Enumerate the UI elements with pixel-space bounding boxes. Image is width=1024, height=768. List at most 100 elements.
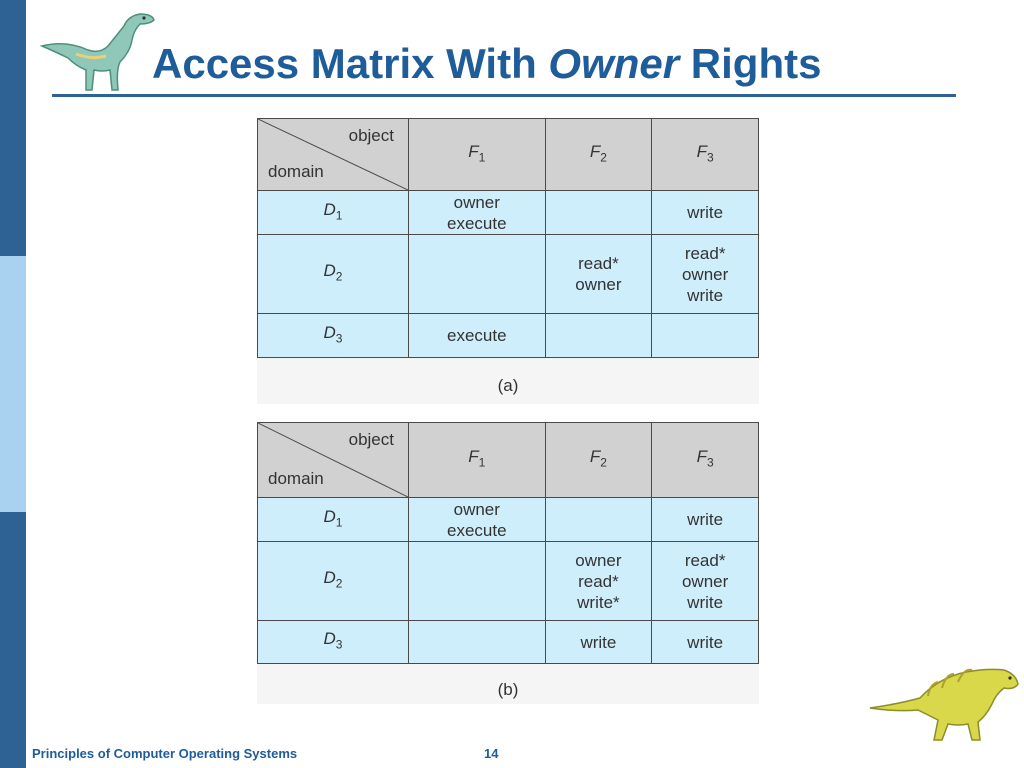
slide-title: Access Matrix With Owner Rights xyxy=(152,40,821,88)
col-sub: 2 xyxy=(600,455,607,470)
row-sub: 1 xyxy=(335,515,343,530)
cell-d3-f2: write xyxy=(544,620,653,664)
matrix-row-d3: D3 execute xyxy=(257,313,759,358)
access-right: write xyxy=(687,285,724,305)
access-right: owner xyxy=(575,550,622,570)
row-sub: 2 xyxy=(335,576,343,591)
access-right: execute xyxy=(447,520,507,540)
footer-course-title: Principles of Computer Operating Systems xyxy=(32,746,298,761)
col-letter: F xyxy=(696,141,707,161)
column-header-f3: F3 xyxy=(651,118,759,191)
diagonal-line xyxy=(258,119,408,190)
access-right: write xyxy=(687,592,724,612)
access-right: owner xyxy=(681,264,729,284)
access-right: execute xyxy=(447,326,507,345)
domain-label: domain xyxy=(268,162,324,181)
cell-d1-f2 xyxy=(544,190,653,235)
cell-d3-f2 xyxy=(544,313,653,358)
access-right: execute xyxy=(447,213,507,233)
col-letter: F xyxy=(589,447,601,467)
cell-d3-f3 xyxy=(651,313,759,358)
access-right: read* xyxy=(684,243,726,263)
access-right: write xyxy=(580,632,617,652)
matrix-header-row: object domain F1 F2 F3 xyxy=(257,118,759,191)
row-header-d3: D3 xyxy=(257,313,409,358)
page-number: 14 xyxy=(484,746,499,761)
access-right: write xyxy=(687,632,724,652)
row-letter: D xyxy=(323,322,336,342)
access-right: owner xyxy=(453,499,500,519)
row-header-d3: D3 xyxy=(257,620,409,664)
title-text-end: Rights xyxy=(679,40,822,87)
row-letter: D xyxy=(323,568,336,588)
row-sub: 1 xyxy=(335,208,343,223)
access-right: write* xyxy=(577,592,620,612)
cell-d1-f2 xyxy=(544,497,653,542)
matrix-corner-cell: object domain xyxy=(257,118,409,191)
row-letter: D xyxy=(323,629,336,649)
col-sub: 3 xyxy=(706,455,714,470)
title-owner-word: Owner xyxy=(548,40,680,87)
cell-d3-f3: write xyxy=(651,620,759,664)
row-letter: D xyxy=(323,199,336,219)
access-right: read* xyxy=(578,254,619,273)
row-sub: 2 xyxy=(335,269,343,284)
sidebar-band-middle xyxy=(0,256,26,512)
title-underline xyxy=(52,94,956,97)
diagonal-line xyxy=(258,423,408,497)
matrix-header-row: object domain F1 F2 F3 xyxy=(257,422,759,498)
access-right: read* xyxy=(578,571,619,591)
col-letter: F xyxy=(589,141,601,161)
column-header-f2: F2 xyxy=(544,118,653,191)
row-header-d1: D1 xyxy=(257,190,409,235)
row-sub: 3 xyxy=(335,637,343,652)
col-sub: 2 xyxy=(600,150,607,165)
cell-d3-f1: execute xyxy=(408,313,546,358)
access-right: write xyxy=(687,510,724,529)
access-right: owner xyxy=(453,192,500,212)
col-letter: F xyxy=(468,447,479,467)
cell-d1-f3: write xyxy=(651,190,759,235)
domain-label: domain xyxy=(268,469,324,488)
column-header-f2: F2 xyxy=(544,422,653,498)
cell-d2-f1 xyxy=(408,541,546,621)
matrix-row-d3: D3 write write xyxy=(257,620,759,664)
matrix-corner-cell: object domain xyxy=(257,422,409,498)
object-label: object xyxy=(348,126,394,145)
access-right: write xyxy=(687,203,724,222)
matrix-caption-b: (b) xyxy=(497,680,519,699)
col-sub: 1 xyxy=(478,150,486,165)
access-right: read* xyxy=(684,550,726,570)
col-sub: 3 xyxy=(706,150,714,165)
matrix-caption-a: (a) xyxy=(497,376,519,395)
row-header-d2: D2 xyxy=(257,541,409,621)
access-right: owner xyxy=(681,571,729,591)
sidebar-band-bottom xyxy=(0,512,26,768)
dinosaur-icon xyxy=(39,13,155,91)
row-sub: 3 xyxy=(335,331,343,346)
col-letter: F xyxy=(468,141,479,161)
column-header-f3: F3 xyxy=(651,422,759,498)
cell-d2-f1 xyxy=(408,234,546,314)
row-letter: D xyxy=(323,261,336,281)
col-letter: F xyxy=(696,447,707,467)
sidebar-band-top xyxy=(0,0,26,256)
cell-d3-f1 xyxy=(408,620,546,664)
title-text-start: Access Matrix With xyxy=(152,40,549,87)
object-label: object xyxy=(348,430,394,449)
access-right: owner xyxy=(575,275,622,294)
row-header-d2: D2 xyxy=(257,234,409,314)
cell-d1-f3: write xyxy=(651,497,759,542)
dinosaur-icon xyxy=(869,668,1019,741)
